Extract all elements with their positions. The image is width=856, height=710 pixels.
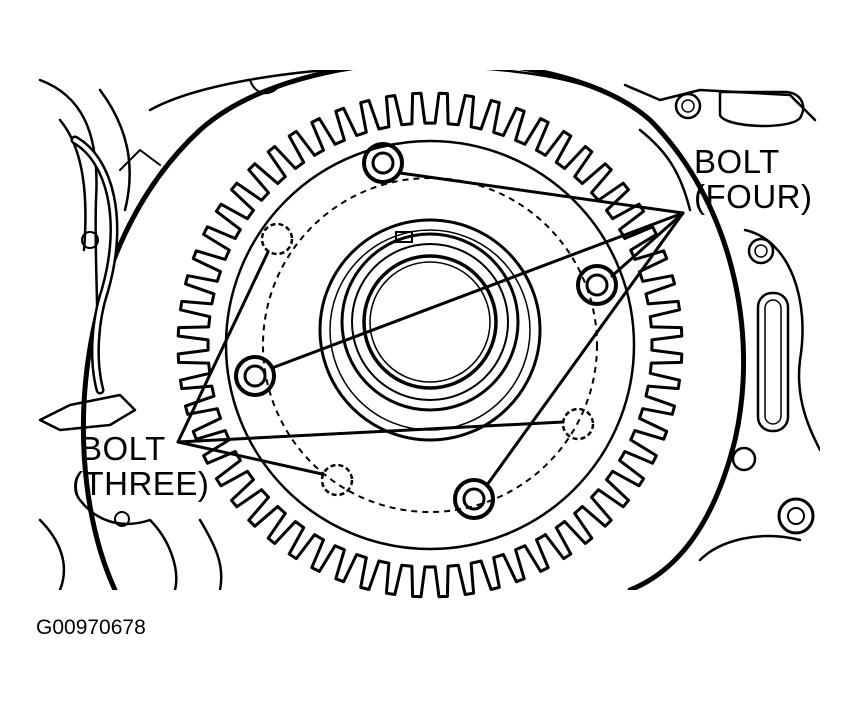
right-housing-web: [623, 83, 820, 562]
bearing-bore-inner: [369, 261, 491, 383]
bolt-four-2: [576, 264, 618, 306]
bolt-three-count-label: (THREE): [72, 465, 210, 502]
housing-inner-arc: [148, 70, 612, 112]
gear-inner-ring: [224, 139, 636, 551]
right-upper-tab: [718, 90, 805, 128]
left-small-hole: [114, 511, 130, 527]
bearing-race: [351, 243, 509, 401]
leader-four-2: [610, 211, 685, 278]
right-slot: [756, 291, 790, 433]
leader-four-3: [270, 211, 685, 370]
right-corner-bolt-inner: [787, 507, 805, 525]
right-corner-bolt: [777, 497, 815, 535]
leader-three-3: [176, 420, 565, 444]
bolt-four-3-head: [243, 364, 267, 388]
left-top-contour: [119, 79, 281, 171]
bolt-pitch-circle: [262, 177, 598, 513]
bolt-four-4-head: [462, 487, 486, 511]
left-lower-bracket: [38, 393, 223, 590]
bolt-four-group: [234, 142, 618, 520]
bolt-four-label: BOLT: [694, 143, 780, 180]
leader-four-4: [485, 211, 685, 487]
leader-three-2: [176, 440, 324, 476]
leader-lines-three: [176, 250, 565, 476]
figure-id: G00970678: [36, 616, 146, 639]
bolt-three-label: BOLT: [80, 430, 166, 467]
bolt-four-3: [234, 355, 276, 397]
bolt-three-2: [320, 463, 354, 497]
bolt-three-3: [561, 407, 595, 441]
right-mid-hole: [747, 237, 775, 265]
leader-three-1: [176, 250, 270, 444]
left-timing-curve-inner: [73, 138, 116, 392]
bolt-three-group: [260, 222, 595, 497]
bolt-four-1: [362, 142, 404, 184]
leader-four-1: [398, 171, 685, 215]
right-upper-hole-inner: [681, 99, 695, 113]
bearing-outer: [340, 232, 520, 412]
bolt-four-4: [453, 478, 495, 520]
hub-flange: [318, 218, 542, 442]
left-edge-boss: [81, 231, 99, 249]
right-mid-hole-inner: [754, 244, 768, 258]
bearing-bore: [362, 254, 498, 390]
bolt-four-2-head: [585, 273, 609, 297]
bolt-three-1: [260, 222, 294, 256]
right-slot-inner: [764, 299, 782, 425]
right-low-hole: [731, 446, 757, 472]
right-upper-hole: [674, 92, 702, 120]
leader-lines-four: [270, 171, 685, 487]
ring-gear-teeth: [176, 91, 684, 599]
hub-key-notch: [395, 231, 413, 243]
bolt-four-count-label: (FOUR): [694, 178, 813, 215]
bolt-four-1-head: [371, 151, 395, 175]
